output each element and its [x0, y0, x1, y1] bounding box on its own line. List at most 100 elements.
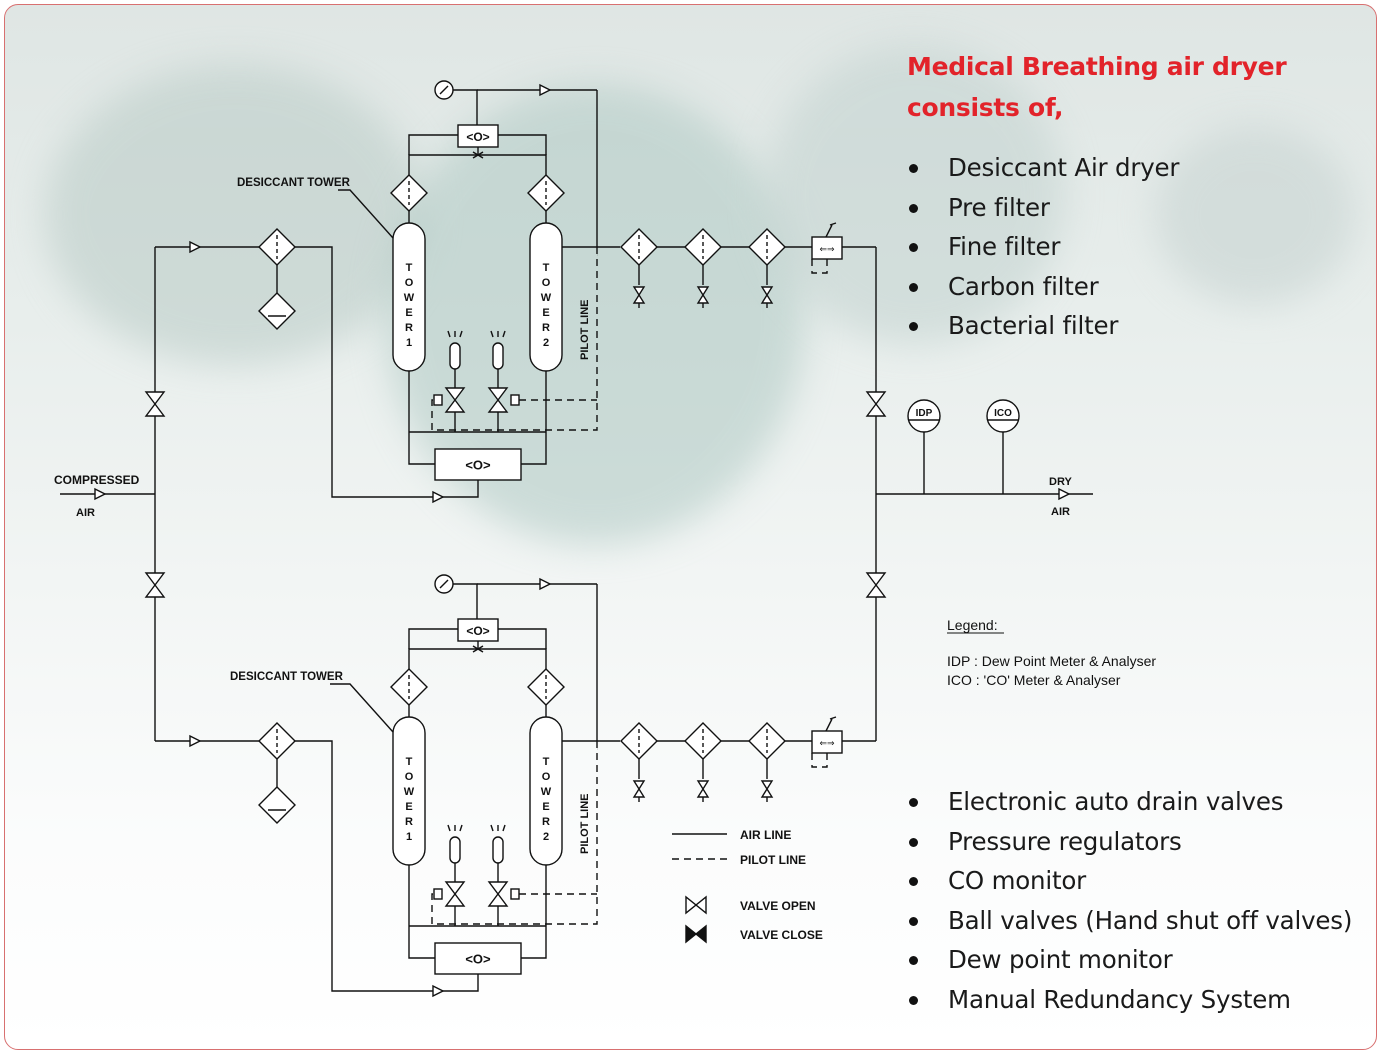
valve-open-icon [865, 572, 887, 598]
pilot-line-label: PILOT LINE [579, 300, 591, 361]
feature-item: Dew point monitor [907, 940, 1352, 980]
flow-arrow [94, 487, 107, 501]
tower-label: W [541, 786, 552, 798]
valve-close-icon [685, 924, 707, 944]
tower-label: O [405, 277, 414, 289]
component-item: Pre filter [907, 188, 1179, 228]
tower-label: O [405, 771, 414, 783]
background-photo [765, 45, 1065, 345]
check-valve-icon [457, 618, 499, 642]
valve-open-icon [487, 881, 509, 907]
valve-open-icon [144, 572, 166, 598]
inlet-label: AIR [76, 507, 95, 519]
tower-1 [392, 716, 426, 866]
solenoid-icon [433, 888, 443, 900]
orifice-mark [472, 645, 484, 653]
component-item: Fine filter [907, 227, 1179, 267]
tower-label: T [543, 262, 550, 274]
tower-label: 2 [543, 337, 549, 349]
meter-label: IDP [916, 408, 933, 419]
air-line [408, 628, 458, 649]
filter-icon [684, 722, 722, 760]
silencer-icon [492, 342, 504, 370]
air-line [408, 865, 435, 959]
valve-open-icon [444, 881, 466, 907]
flow-arrow [539, 577, 552, 591]
filter-icon [684, 228, 722, 266]
desiccant-tower-label: DESICCANT TOWER [230, 671, 344, 683]
valve-symbol: <O> [465, 458, 491, 473]
flow-arrow [189, 240, 202, 254]
exhaust-mark [447, 824, 451, 832]
drain-valve-icon [632, 780, 646, 798]
air-line [408, 154, 547, 175]
tower-label: W [404, 292, 415, 304]
air-line [338, 189, 394, 239]
tower-2 [529, 222, 563, 372]
gauge-needle [439, 85, 449, 95]
feature-item: Manual Redundancy System [907, 980, 1352, 1020]
tower-label: O [542, 277, 551, 289]
tower-label: E [542, 801, 549, 813]
valve-open-icon [685, 895, 707, 915]
tower-label: 1 [406, 337, 412, 349]
pilot-line-label: PILOT LINE [579, 794, 591, 855]
key-valve-close: VALVE CLOSE [740, 928, 823, 942]
outlet-label: DRY [1049, 476, 1072, 488]
coalescer-icon [258, 786, 296, 824]
regulator-symbol: ⇐⇒ [819, 244, 835, 254]
filter-icon [620, 228, 658, 266]
filter-icon [748, 722, 786, 760]
solenoid-icon [433, 394, 443, 406]
idp-meter-icon [907, 399, 941, 433]
filter-icon [620, 722, 658, 760]
coalescer-icon [258, 292, 296, 330]
drain-valve-icon [696, 286, 710, 304]
valve-open-icon [144, 391, 166, 417]
outlet-label: AIR [1051, 506, 1070, 518]
filter-icon [390, 668, 428, 706]
exhaust-mark [447, 330, 451, 338]
legend-line: ICO : 'CO' Meter & Analyser [947, 672, 1121, 688]
exhaust-mark [459, 330, 463, 338]
symbols [94, 80, 1071, 998]
feature-item: CO monitor [907, 861, 1352, 901]
feature-item: Ball valves (Hand shut off valves) [907, 901, 1352, 941]
changeover-valve-icon [434, 942, 522, 975]
air-line [295, 740, 479, 992]
key-valve-open: VALVE OPEN [740, 899, 816, 913]
exhaust-mark [459, 824, 463, 832]
valve-symbol: <O> [465, 952, 491, 967]
tower-label: T [543, 756, 550, 768]
component-item: Desiccant Air dryer [907, 148, 1179, 188]
background-photo [1155, 125, 1355, 305]
key-pilot-line: PILOT LINE [740, 853, 806, 867]
tower-label: R [542, 816, 550, 828]
pressure-regulator-icon [811, 730, 843, 754]
solenoid-icon [510, 888, 520, 900]
gauge-needle [439, 579, 449, 589]
regulator-symbol: ⇐⇒ [819, 738, 835, 748]
orifice-mark [472, 151, 484, 159]
air-line [453, 583, 478, 619]
tower-label: E [405, 307, 412, 319]
filter-icon [748, 228, 786, 266]
flow-arrow [539, 83, 552, 97]
ico-meter-icon [986, 399, 1020, 433]
exhaust-mark [490, 824, 494, 832]
air-line [408, 134, 458, 155]
valve-symbol: <O> [466, 624, 489, 638]
tower-label: R [405, 322, 413, 334]
flow-arrow [1058, 487, 1071, 501]
tower-1 [392, 222, 426, 372]
filter-icon [527, 668, 565, 706]
tower-label: W [541, 292, 552, 304]
tower-label: E [542, 307, 549, 319]
tower-label: 1 [406, 831, 412, 843]
air-line [408, 648, 547, 669]
changeover-valve-icon [434, 448, 522, 481]
